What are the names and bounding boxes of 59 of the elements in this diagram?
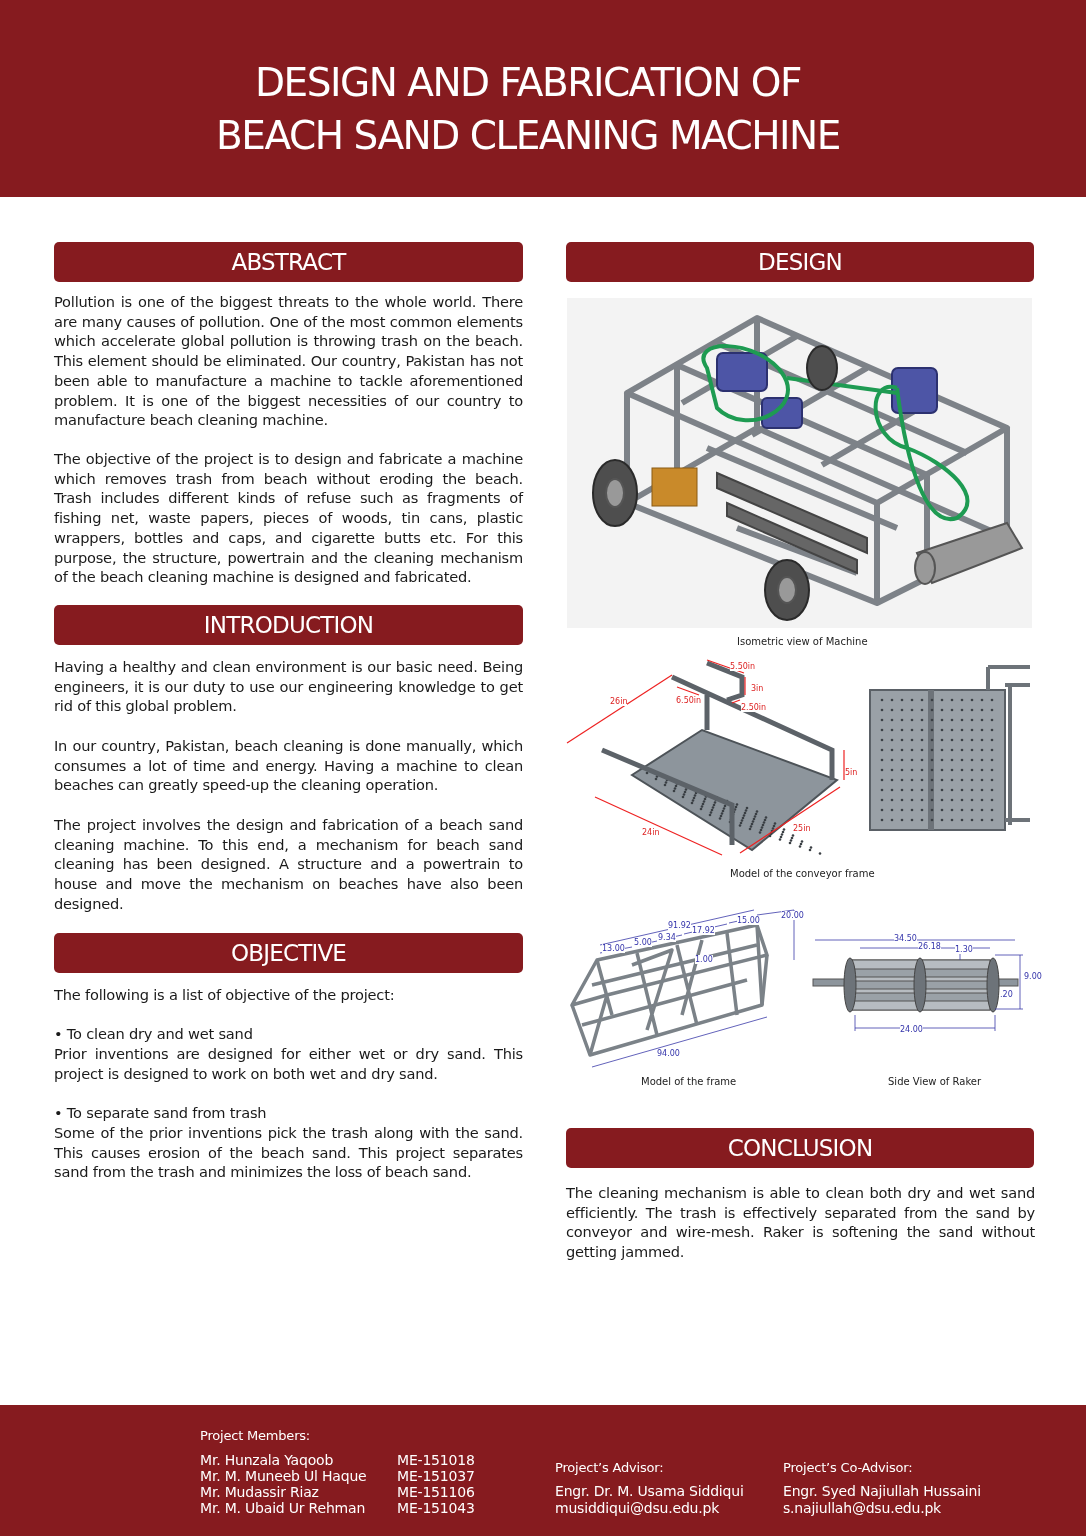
dimension-label: 9.00: [1024, 972, 1042, 981]
body-paragraph: Prior inventions are designed for either wet or dry sand. This project is designed to work on both wet and dry sand.: [54, 1044, 523, 1084]
dimension-label: 6.50in: [676, 696, 702, 705]
dimension-label: 5.50in: [730, 662, 756, 671]
footer-text: ME-151043: [397, 1500, 475, 1517]
dimension-label: 20.00: [781, 911, 804, 920]
dimension-label: 94.00: [657, 1049, 680, 1058]
figure-caption: Model of the frame: [641, 1076, 737, 1087]
dimension-label: 5in: [845, 768, 858, 777]
body-paragraph: The following is a list of objective of the project:: [54, 985, 396, 1005]
dimension-label: 1.00: [695, 955, 713, 964]
body-paragraph: The cleaning mechanism is able to clean both dry and wet sand efficiently. The trash is effectively separated from the sand by conveyor and wire-mesh. Raker is softening the sand without getting jammed.: [566, 1183, 1035, 1262]
dimension-label: 2.50in: [741, 703, 767, 712]
dimension-label: 34.50: [894, 934, 917, 943]
dimension-label: .20: [1000, 990, 1013, 999]
body-paragraph: Pollution is one of the biggest threats to the whole world. There are many causes of pollution. One of the most common elements which accelerate global pollution is throwing trash on the beach. This element should be eliminated. Our country, Pakistan has not been able to manufacture a machine to tackle aforementioned problem. It is one of the biggest necessities of our country to manufacture beach cleaning machine.: [54, 292, 523, 430]
dimension-label: 9.34: [658, 933, 676, 942]
section-heading-bar: INTRODUCTION: [54, 605, 523, 645]
footer-text: Engr. Dr. M. Usama Siddiqui: [555, 1483, 744, 1500]
dimension-label: 91.92: [668, 921, 691, 930]
dimension-label: 3in: [751, 684, 764, 693]
footer-text: Mr. Mudassir Riaz: [200, 1484, 319, 1501]
footer-text: musiddiqui@dsu.edu.pk: [555, 1500, 720, 1517]
dimension-label: 5.00: [634, 938, 652, 947]
body-paragraph: • To separate sand from trash: [54, 1103, 268, 1123]
section-heading-bar: CONCLUSION: [566, 1128, 1034, 1168]
dimension-label: 26in: [610, 697, 628, 706]
poster-title: DESIGN AND FABRICATION OF BEACH SAND CLEANING MACHINE: [215, 59, 841, 160]
body-paragraph: Having a healthy and clean environment is our basic need. Being engineers, it is our duty to use our engineering knowledge to get rid of this global problem.: [54, 657, 523, 717]
dimension-label: 15.00: [737, 916, 760, 925]
dimension-label: 13.00: [602, 944, 625, 953]
figure-caption: Model of the conveyor frame: [730, 868, 875, 879]
section-heading-bar: DESIGN: [566, 242, 1034, 282]
dimension-label: 26.18: [918, 942, 941, 951]
section-heading-bar: OBJECTIVE: [54, 933, 523, 973]
dimension-label: 24in: [642, 828, 660, 837]
footer-text: ME-151037: [397, 1468, 475, 1485]
dimension-label: 17.92: [692, 926, 715, 935]
section-heading-bar: ABSTRACT: [54, 242, 523, 282]
footer-heading: Project Members:: [200, 1428, 311, 1445]
footer-text: Engr. Syed Najiullah Hussaini: [783, 1483, 981, 1500]
dimension-label: 25in: [793, 824, 811, 833]
footer-text: Mr. M. Ubaid Ur Rehman: [200, 1500, 366, 1517]
dimension-label: 24.00: [900, 1025, 923, 1034]
figure-caption: Isometric view of Machine: [737, 636, 868, 647]
body-paragraph: • To clean dry and wet sand: [54, 1024, 254, 1044]
footer-text: ME-151018: [397, 1452, 475, 1469]
figure-caption: Side View of Raker: [888, 1076, 982, 1087]
footer-text: ME-151106: [397, 1484, 475, 1501]
dimension-label: 1.30: [955, 945, 973, 954]
footer-heading: Project’s Co-Advisor:: [783, 1460, 913, 1477]
body-paragraph: The project involves the design and fabrication of a beach sand cleaning machine. To this end, a mechanism for beach sand cleaning has been designed. A structure and a powertrain to house and move the mechanism on beaches have also been designed.: [54, 815, 523, 914]
footer-text: s.najiullah@dsu.edu.pk: [783, 1500, 941, 1517]
footer-heading: Project’s Advisor:: [555, 1460, 664, 1477]
footer-text: Mr. Hunzala Yaqoob: [200, 1452, 334, 1469]
body-paragraph: Some of the prior inventions pick the trash along with the sand. This causes erosion of the beach sand. This project separates sand from the trash and minimizes the loss of beach sand.: [54, 1123, 523, 1183]
footer-text: Mr. M. Muneeb Ul Haque: [200, 1468, 367, 1485]
body-paragraph: The objective of the project is to design and fabricate a machine which removes trash from beach without eroding the beach. Trash includes different kinds of refuse such as fragments of fishing net, waste papers, pieces of woods, tin cans, plastic wrappers, bottles and caps, and cigarette butts etc. For this purpose, the structure, powertrain and the cleaning mechanism of the beach cleaning machine is designed and fabricated.: [54, 449, 523, 587]
body-paragraph: In our country, Pakistan, beach cleaning is done manually, which consumes a lot of time and energy. Having a machine to clean beaches can greatly speed-up the cleaning operation.: [54, 736, 523, 796]
